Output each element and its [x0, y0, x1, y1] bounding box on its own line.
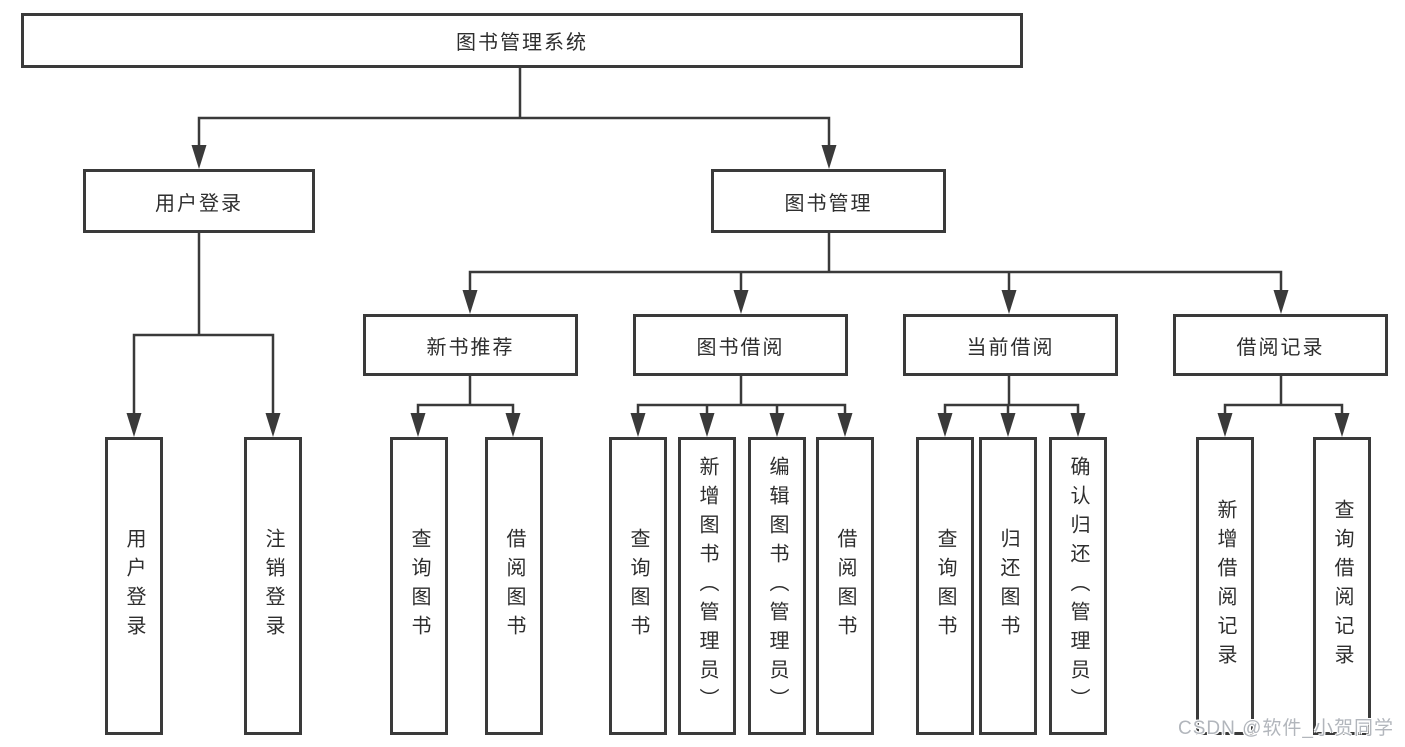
arrowhead-icons: [126, 145, 1350, 437]
leaf-edit-book-admin: 编辑图书（管理员）: [748, 437, 806, 735]
node-new-book-recommendation: 新书推荐: [363, 314, 578, 376]
leaf-query-books-recommend: 查询图书: [390, 437, 448, 735]
node-root-system: 图书管理系统: [21, 13, 1023, 68]
node-book-management: 图书管理: [711, 169, 946, 233]
leaf-query-books-borrowing: 查询图书: [609, 437, 667, 735]
leaf-borrow-books: 借阅图书: [816, 437, 874, 735]
leaf-return-books: 归还图书: [979, 437, 1037, 735]
node-user-login-branch: 用户登录: [83, 169, 315, 233]
leaf-user-login: 用户登录: [105, 437, 163, 735]
leaf-query-books-current: 查询图书: [916, 437, 974, 735]
node-current-borrowing: 当前借阅: [903, 314, 1118, 376]
leaf-add-book-admin: 新增图书（管理员）: [678, 437, 736, 735]
leaf-confirm-return-admin: 确认归还（管理员）: [1049, 437, 1107, 735]
leaf-add-borrow-record: 新增借阅记录: [1196, 437, 1254, 735]
csdn-watermark: CSDN @软件_小贺同学: [1178, 718, 1394, 739]
leaf-borrow-books-recommend: 借阅图书: [485, 437, 543, 735]
leaf-query-borrow-record: 查询借阅记录: [1313, 437, 1371, 735]
leaf-logout: 注销登录: [244, 437, 302, 735]
node-book-borrowing: 图书借阅: [633, 314, 848, 376]
node-borrowing-records: 借阅记录: [1173, 314, 1388, 376]
